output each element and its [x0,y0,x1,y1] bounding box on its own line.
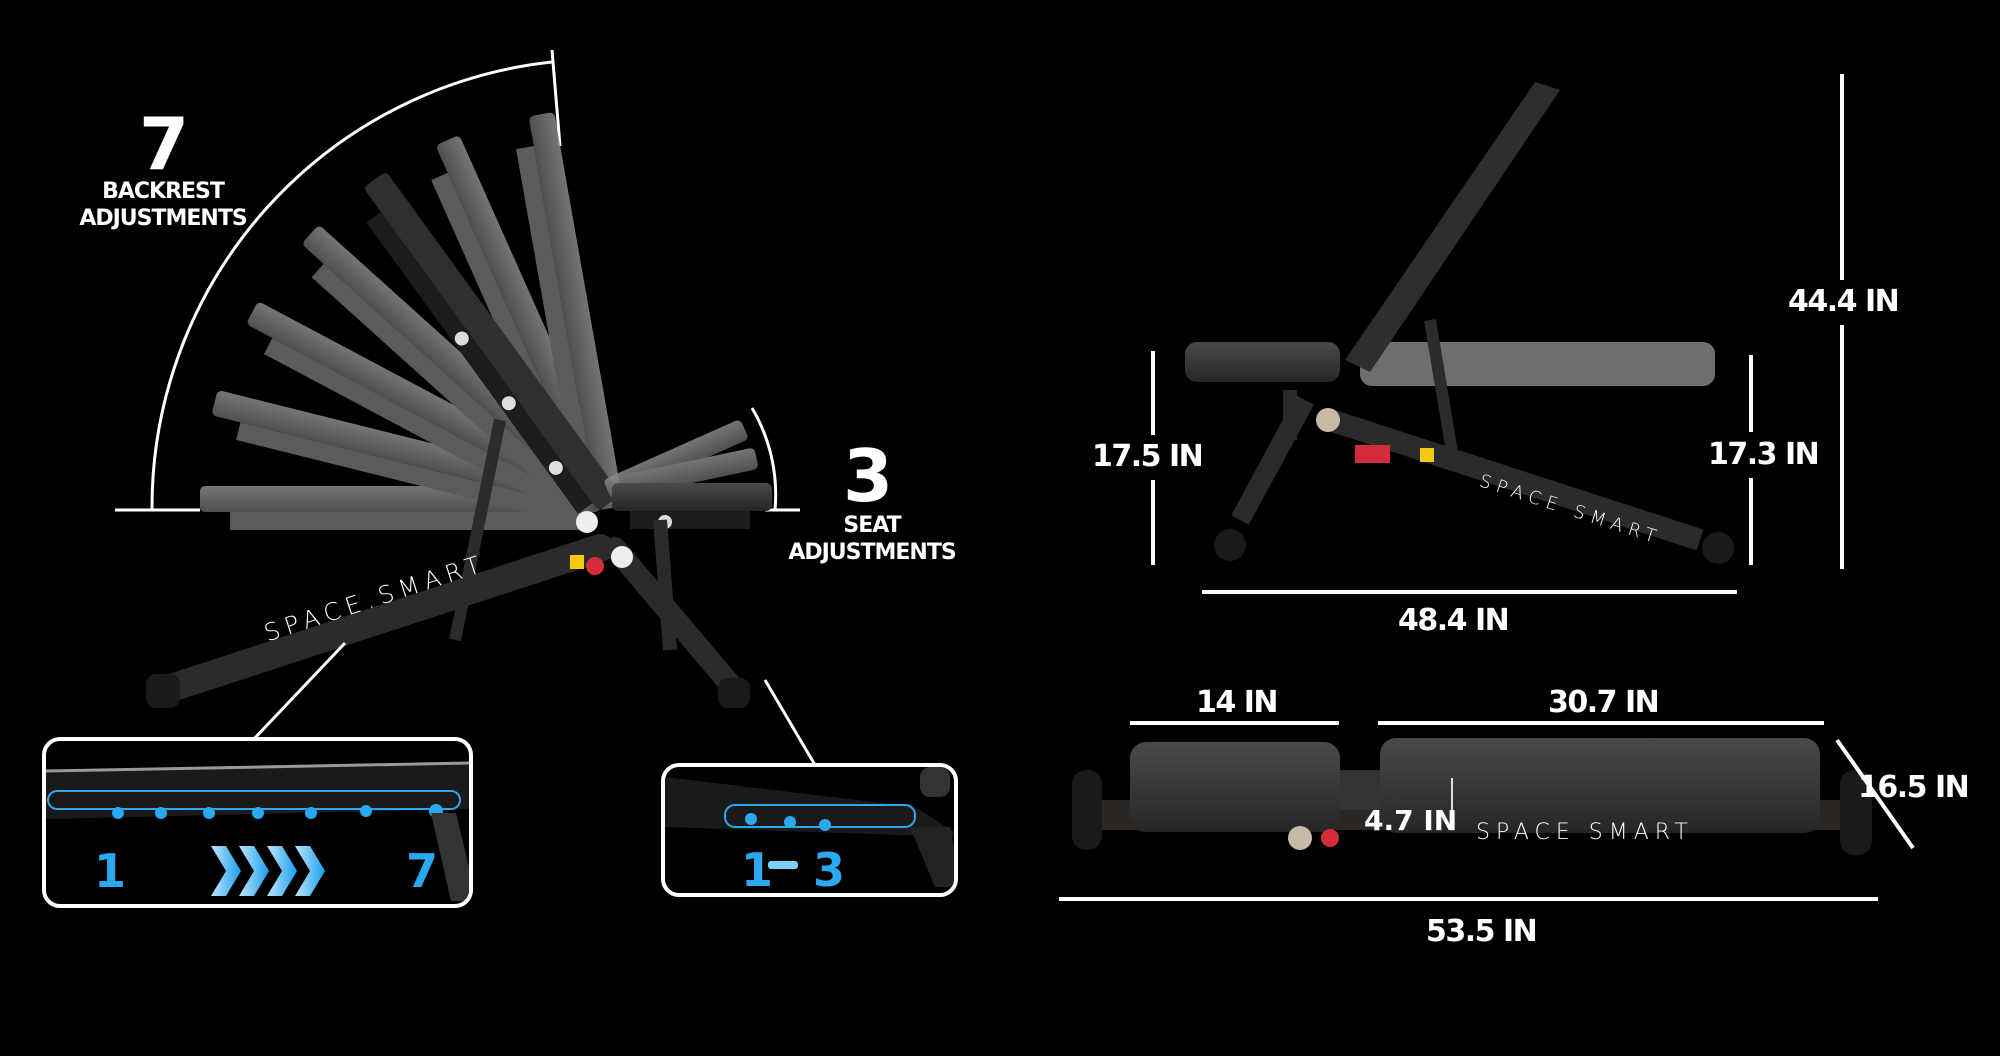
chevron-arrows-icon [211,846,325,896]
dim-seat-pad-length: 14 IN [1196,685,1278,720]
backrest-range-inset: 1 7 [42,737,473,908]
dimension-lines [1059,74,1915,901]
dim-back-pad-length: 30.7 IN [1548,685,1660,720]
top-view-bench [1072,738,1872,855]
backrest-angle-arc [115,49,562,512]
left-bench-frame [146,418,817,766]
seat-active [612,483,772,529]
brand-logo-top: SPACE SMART [1476,820,1694,845]
seat-range-end: 3 [813,843,846,897]
seat-label-line1: SEAT [843,513,901,538]
small-arrows-icon [768,861,798,869]
seat-count: 3 [842,434,893,518]
dim-seat-height: 17.5 IN [1092,439,1204,474]
dim-pad-thickness: 4.7 IN [1364,804,1458,837]
backrest-rail-diagram [46,761,469,901]
side-view-bench [1185,82,1734,564]
dim-total-height: 44.4 IN [1788,284,1900,319]
dim-side-length: 48.4 IN [1398,603,1510,638]
seat-range-inset: 1 3 [661,763,958,897]
seat-label: SEAT ADJUSTMENTS [757,512,987,566]
seat-rail-diagram [665,767,954,887]
backrest-range-start: 1 [94,844,127,898]
backrest-range-end: 7 [406,844,439,898]
seat-angle-arc [750,407,778,511]
backrest-active [365,173,620,514]
seat-label-line2: ADJUSTMENTS [788,540,956,565]
backrest-label: BACKREST ADJUSTMENTS [43,178,283,232]
backrest-label-line2: ADJUSTMENTS [79,206,247,231]
dim-pad-width: 16.5 IN [1858,770,1970,805]
seat-range-start: 1 [741,843,774,897]
backrest-label-line1: BACKREST [102,179,225,204]
backrest-count: 7 [138,102,189,186]
dim-overall-length: 53.5 IN [1426,914,1538,949]
dim-back-pad-height: 17.3 IN [1708,437,1820,472]
